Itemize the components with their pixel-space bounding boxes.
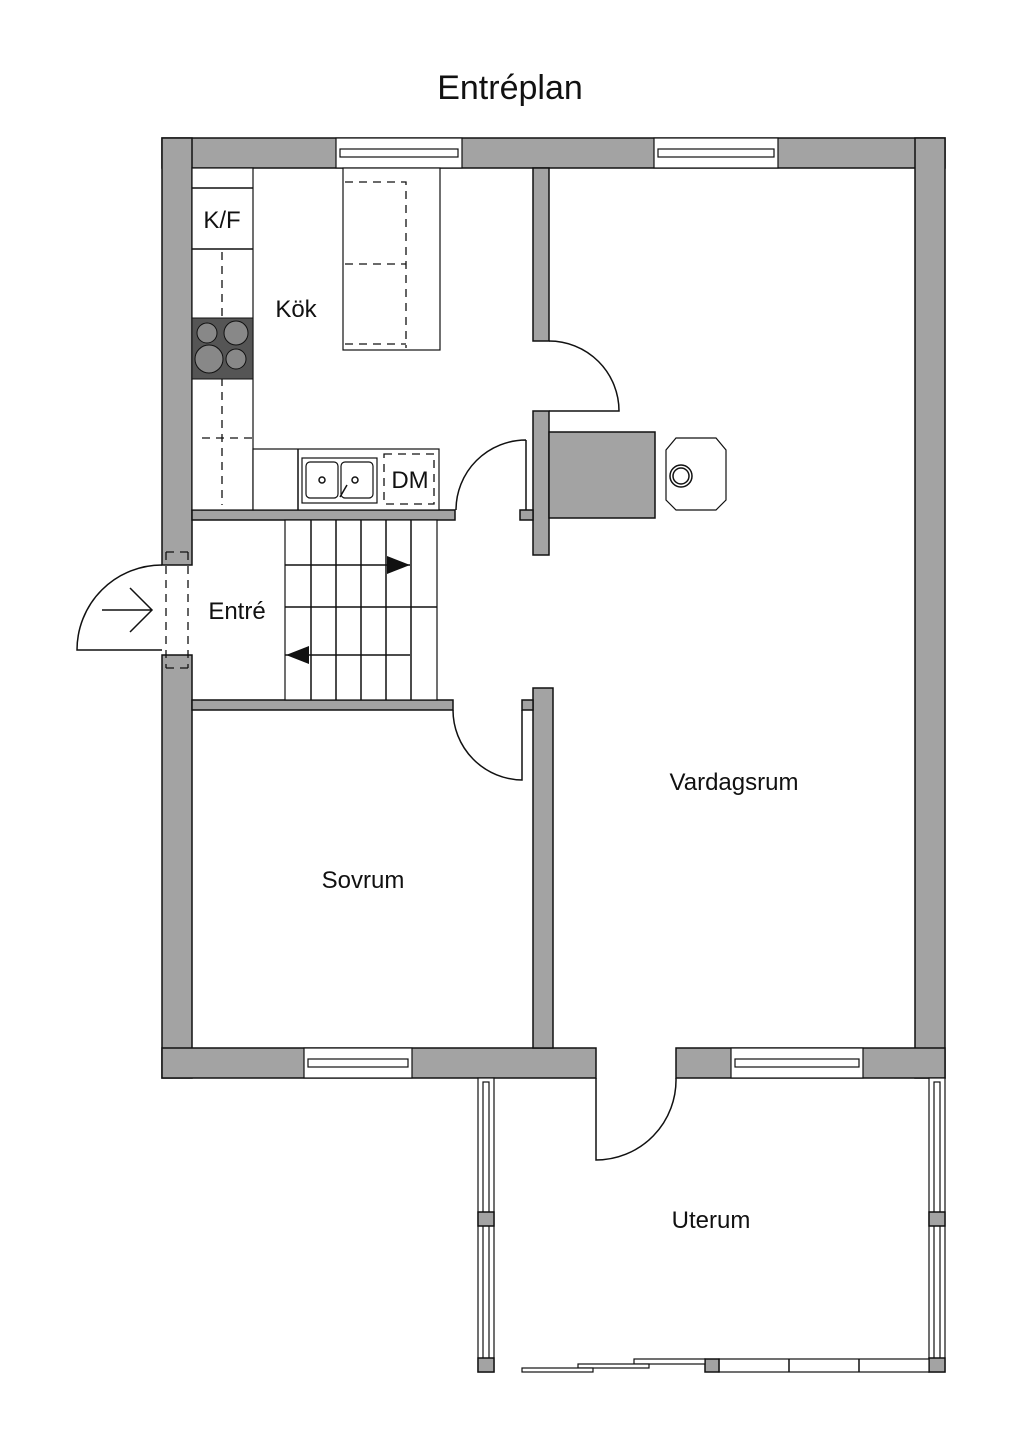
fireplace-icon (665, 437, 727, 511)
entry-arrow-icon (102, 587, 154, 633)
room-label-living-room: Vardagsrum (670, 769, 799, 796)
room-label-entrance: Entré (208, 598, 265, 625)
interior-walls (191, 167, 656, 1049)
staircase (284, 519, 438, 701)
plan-title: Entréplan (437, 69, 583, 107)
room-label-bedroom: Sovrum (322, 867, 405, 894)
kitchen-fixtures: K/F DM (191, 167, 441, 511)
fridge-freezer-label: K/F (203, 207, 240, 234)
room-label-kitchen: Kök (275, 296, 317, 323)
dishwasher-label: DM (391, 467, 428, 494)
stair-arrow-down-icon (286, 646, 309, 664)
doors (76, 340, 677, 1161)
stair-arrow-up-icon (387, 556, 410, 574)
sunroom-walls (477, 1077, 946, 1373)
room-label-sunroom: Uterum (672, 1207, 751, 1234)
windows (303, 137, 864, 1079)
